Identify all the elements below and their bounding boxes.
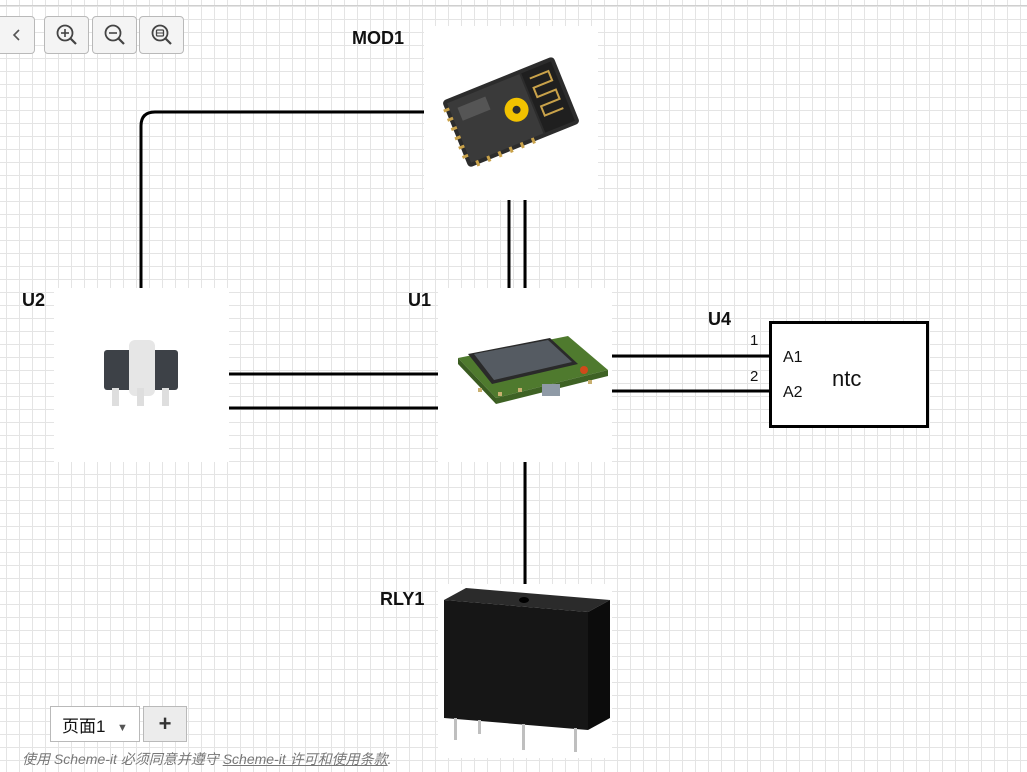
license-link[interactable]: Scheme-it 许可和使用条款	[222, 751, 388, 767]
footer-prefix: 使用 Scheme-it 必须同意并遵守	[22, 751, 223, 767]
chevron-left-icon	[12, 29, 20, 41]
u2-ref-label: U2	[22, 290, 46, 310]
mod1-component[interactable]	[424, 26, 598, 200]
rly1-ref-label: RLY1	[380, 589, 425, 609]
page-select-label: 页面1	[62, 716, 106, 736]
u4-pin2-label: A2	[783, 384, 803, 401]
u4-component[interactable]	[769, 321, 929, 428]
transistor-icon	[104, 340, 178, 406]
u4-pin2-number: 2	[750, 368, 759, 385]
u1-ref-label: U1	[408, 290, 432, 310]
u4-pin1-number: 1	[750, 332, 759, 349]
u4-ref-label: U4	[708, 309, 732, 329]
zoom-out-button[interactable]	[92, 16, 137, 54]
top-border	[0, 5, 1027, 6]
footer-notice: 使用 Scheme-it 必须同意并遵守 Scheme-it 许可和使用条款.	[22, 749, 392, 769]
relay-icon	[444, 588, 610, 752]
chevron-down-icon: ▼	[117, 722, 128, 734]
zoom-in-icon	[56, 24, 77, 45]
add-page-button[interactable]: +	[143, 706, 187, 742]
footer-suffix: .	[387, 751, 392, 767]
rly1-component[interactable]	[438, 584, 612, 758]
lcd-dev-board-icon	[458, 336, 608, 404]
page-select[interactable]: 页面1 ▼	[50, 706, 140, 742]
zoom-fit-icon	[151, 24, 172, 45]
collapse-button[interactable]	[0, 16, 35, 54]
u1-component[interactable]	[438, 288, 612, 462]
wire-mod1-u2	[139, 110, 424, 288]
zoom-fit-button[interactable]	[139, 16, 184, 54]
u4-pin1-label: A1	[783, 349, 803, 366]
u4-name: ntc	[832, 366, 862, 391]
mod1-ref-label: MOD1	[352, 28, 405, 48]
u2-component[interactable]	[54, 288, 229, 462]
wifi-module-icon	[443, 57, 579, 167]
zoom-out-icon	[104, 24, 125, 45]
zoom-in-button[interactable]	[44, 16, 89, 54]
